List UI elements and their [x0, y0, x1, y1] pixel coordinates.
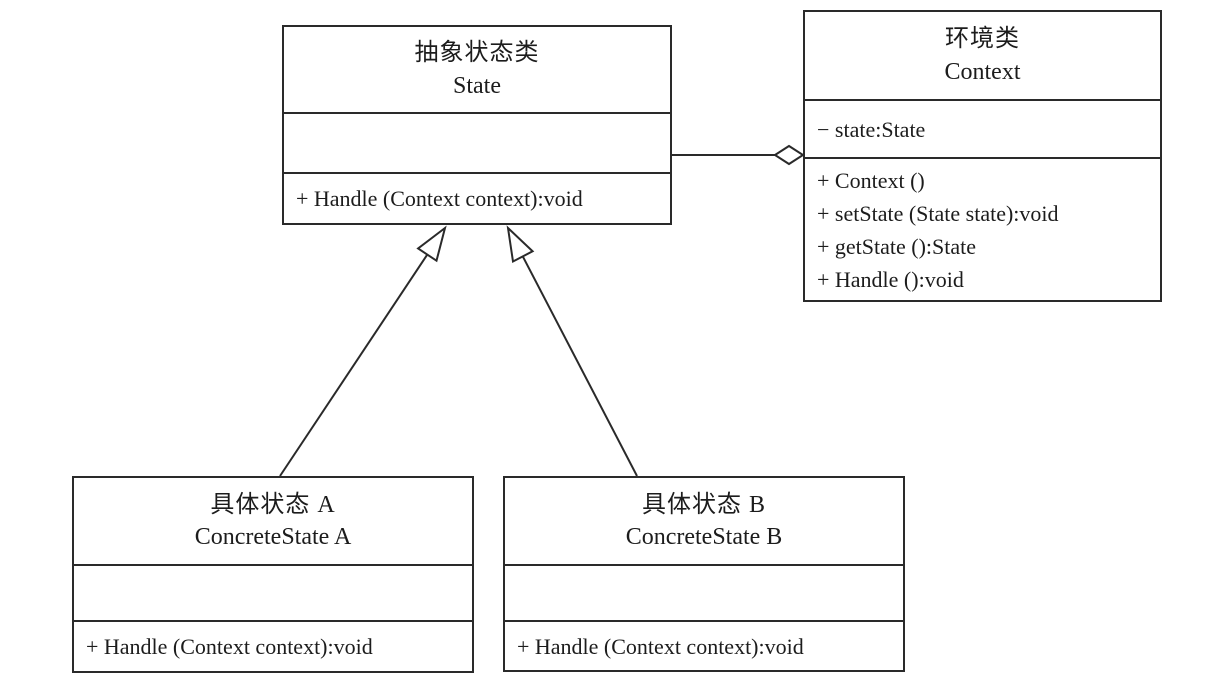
- class-methods-state: + Handle (Context context):void: [284, 172, 670, 223]
- class-box-context: 环境类 Context − state:State + Context () +…: [803, 10, 1162, 302]
- class-header-concrete-state-a: 具体状态 A ConcreteState A: [74, 478, 472, 564]
- class-attributes-context: − state:State: [805, 99, 1160, 157]
- method-item: + Handle ():void: [817, 266, 964, 292]
- class-title-en: ConcreteState A: [194, 524, 352, 550]
- class-attributes-concrete-state-b: [505, 564, 903, 620]
- class-methods-concrete-state-a: + Handle (Context context):void: [74, 620, 472, 671]
- class-title-en: ConcreteState B: [625, 524, 783, 550]
- class-header-concrete-state-b: 具体状态 B ConcreteState B: [505, 478, 903, 564]
- generalization-triangle-b-icon: [506, 225, 535, 264]
- generalization-triangle-a-icon: [416, 225, 447, 263]
- class-header-state: 抽象状态类 State: [284, 27, 670, 112]
- class-header-context: 环境类 Context: [805, 12, 1160, 99]
- attribute-item: − state:State: [817, 116, 926, 142]
- class-attributes-concrete-state-a: [74, 564, 472, 620]
- class-title-cn: 具体状态 A: [210, 491, 336, 518]
- class-title-cn: 具体状态 B: [641, 491, 766, 518]
- method-item: + getState ():State: [817, 233, 977, 259]
- method-item: + Handle (Context context):void: [517, 633, 804, 659]
- class-title-en: State: [453, 72, 501, 99]
- class-methods-concrete-state-b: + Handle (Context context):void: [505, 620, 903, 670]
- method-item: + Handle (Context context):void: [296, 186, 583, 211]
- class-methods-context: + Context () + setState (State state):vo…: [805, 157, 1160, 300]
- class-box-state: 抽象状态类 State + Handle (Context context):v…: [282, 25, 672, 225]
- class-title-cn: 环境类: [945, 26, 1020, 53]
- class-title-cn: 抽象状态类: [414, 40, 540, 67]
- method-item: + Context (): [817, 167, 925, 193]
- generalization-edge-a: [279, 225, 447, 477]
- class-box-concrete-state-a: 具体状态 A ConcreteState A + Handle (Context…: [72, 476, 474, 673]
- aggregation-edge: [672, 144, 805, 166]
- generalization-edge-b: [506, 225, 638, 477]
- class-box-concrete-state-b: 具体状态 B ConcreteState B + Handle (Context…: [503, 476, 905, 672]
- class-title-en: Context: [944, 58, 1021, 85]
- class-attributes-state: [284, 112, 670, 172]
- aggregation-diamond-icon: [773, 144, 805, 166]
- method-item: + Handle (Context context):void: [86, 634, 373, 659]
- method-item: + setState (State state):void: [817, 200, 1059, 226]
